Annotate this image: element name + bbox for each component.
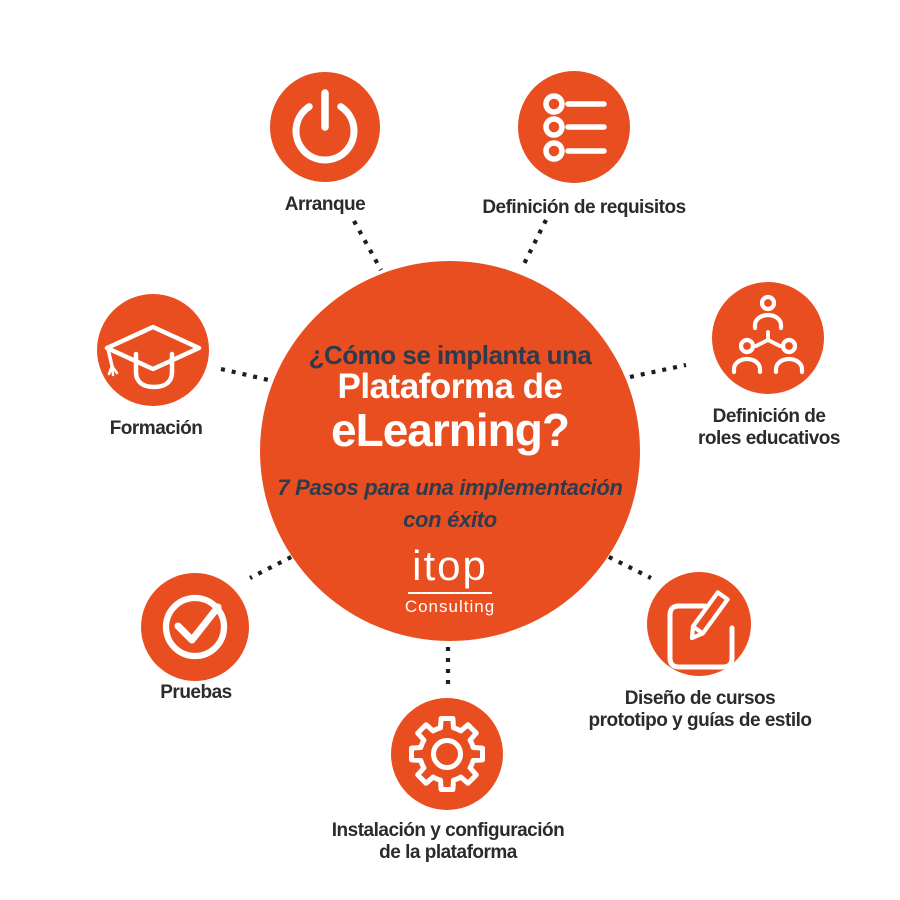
connector-arranque — [352, 219, 383, 272]
people-hierarchy-icon — [731, 294, 805, 375]
main-title-line1: ¿Cómo se implanta una — [308, 340, 592, 370]
graduation-cap-icon — [104, 324, 202, 390]
step-label-pruebas: Pruebas — [160, 682, 232, 703]
connector-roles — [629, 362, 687, 380]
step-label-definicion-requisitos: Definición de requisitos — [482, 197, 686, 218]
step-circle-diseno-cursos — [647, 572, 751, 676]
connector-pruebas — [249, 550, 302, 580]
connector-requisitos — [520, 219, 548, 269]
center-circle — [260, 261, 640, 641]
power-icon — [292, 89, 358, 164]
step-circle-definicion-requisitos — [518, 71, 630, 183]
step-circle-pruebas — [141, 573, 249, 681]
checklist-icon — [543, 93, 607, 162]
gear-icon — [409, 716, 485, 792]
subtitle-line2: con éxito — [403, 507, 497, 532]
step-circle-arranque — [270, 72, 380, 182]
logo-tagline: Consulting — [404, 597, 496, 616]
connector-formacion — [220, 366, 274, 384]
main-title-line2: Plataforma de — [337, 367, 563, 406]
check-circle-icon — [162, 594, 228, 660]
subtitle: 7 Pasos para una implementación con éxito — [0, 472, 900, 536]
logo-divider — [408, 592, 492, 594]
step-circle-instalacion — [391, 698, 503, 810]
itop-logo: itop — [412, 542, 488, 589]
edit-pencil-icon — [667, 590, 735, 670]
step-label-arranque: Arranque — [284, 194, 366, 215]
step-circle-definicion-roles — [712, 282, 824, 394]
step-circle-formacion — [97, 294, 209, 406]
subtitle-line1: 7 Pasos para una implementación — [277, 475, 623, 500]
main-title-line3: eLearning? — [331, 404, 570, 456]
step-label-formacion: Formación — [109, 418, 203, 439]
